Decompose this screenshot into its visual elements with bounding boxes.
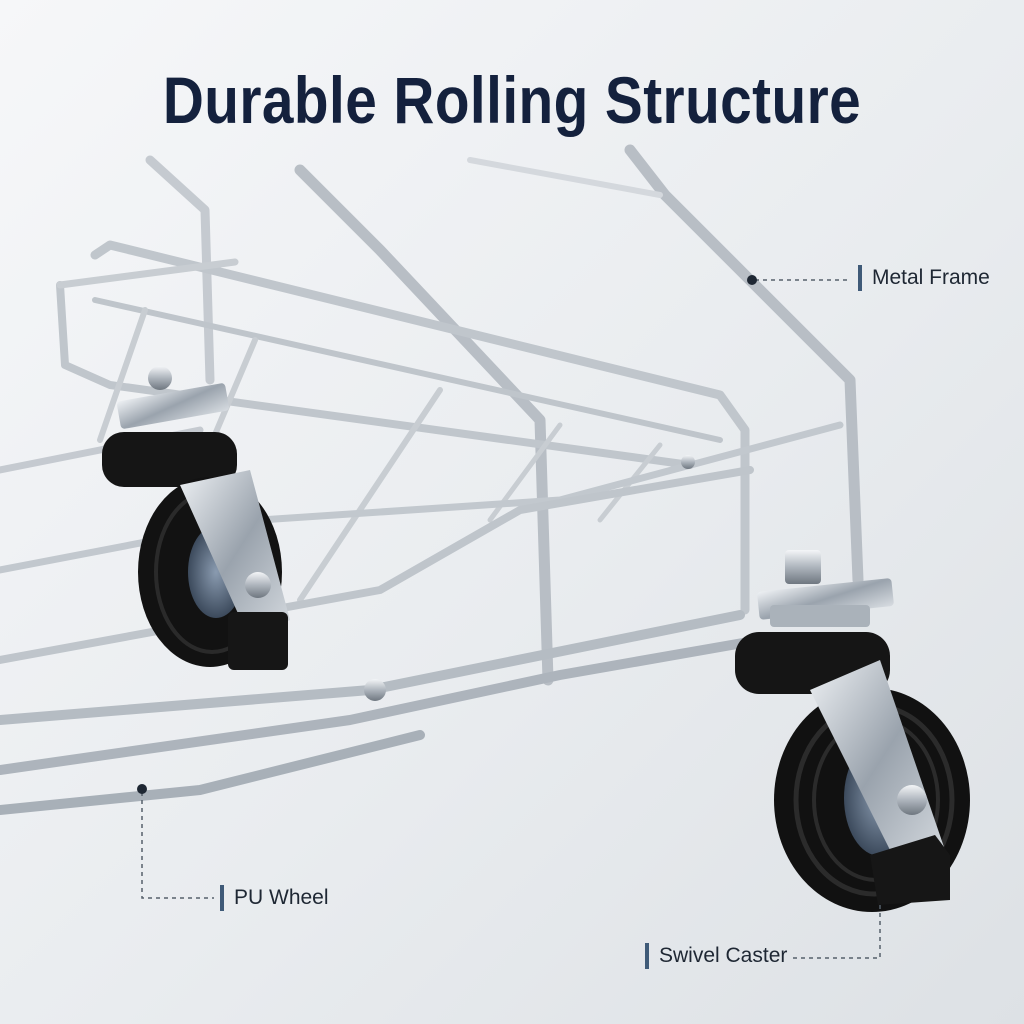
- callout-accent-bar: [220, 885, 224, 911]
- leader-pu-wheel: [141, 792, 214, 899]
- callout-leaders: [141, 279, 881, 959]
- leader-dot-pu-wheel: [137, 784, 147, 794]
- page-title: Durable Rolling Structure: [162, 63, 862, 137]
- pu-wheel-left: [102, 366, 290, 670]
- callout-swivel-caster: Swivel Caster: [645, 941, 787, 971]
- caster-nut: [785, 550, 821, 584]
- callout-pu-wheel: PU Wheel: [220, 883, 329, 913]
- basket-wire: [297, 387, 443, 603]
- caster-fork: [180, 470, 290, 640]
- callout-label: Metal Frame: [872, 266, 990, 289]
- frame-joint: [364, 679, 386, 701]
- axle-bolt: [897, 785, 927, 815]
- handle-rail-right: [624, 144, 864, 586]
- basket-inner-rail: [92, 297, 723, 443]
- base-rail: [0, 635, 765, 775]
- leader-dot-metal-frame: [747, 275, 757, 285]
- axle-bolt: [245, 572, 271, 598]
- caster-mount-bracket: [770, 605, 870, 627]
- callout-label: PU Wheel: [234, 886, 329, 909]
- caster-fork: [810, 660, 945, 870]
- callout-accent-bar: [858, 265, 862, 291]
- caster-mount-plate: [117, 383, 229, 429]
- callout-accent-bar: [645, 943, 649, 969]
- basket-top-rim: [90, 240, 750, 615]
- basket-wire: [97, 307, 148, 443]
- callout-label: Swivel Caster: [659, 944, 788, 967]
- frame-joint: [681, 455, 695, 469]
- handle-crossbar: [467, 157, 663, 198]
- basket-floor-rail: [0, 421, 844, 574]
- caster-brake-pad: [870, 835, 950, 905]
- caster-brake-pad: [228, 612, 288, 670]
- basket-side-rim: [56, 281, 694, 469]
- callout-metal-frame: Metal Frame: [858, 263, 990, 293]
- caster-bolt: [148, 366, 172, 390]
- caster-swivel-cup: [102, 432, 237, 487]
- leader-swivel-caster: [790, 905, 881, 959]
- swivel-caster-right: [735, 550, 970, 912]
- base-rail: [0, 730, 425, 815]
- basket-back-rim: [56, 258, 239, 289]
